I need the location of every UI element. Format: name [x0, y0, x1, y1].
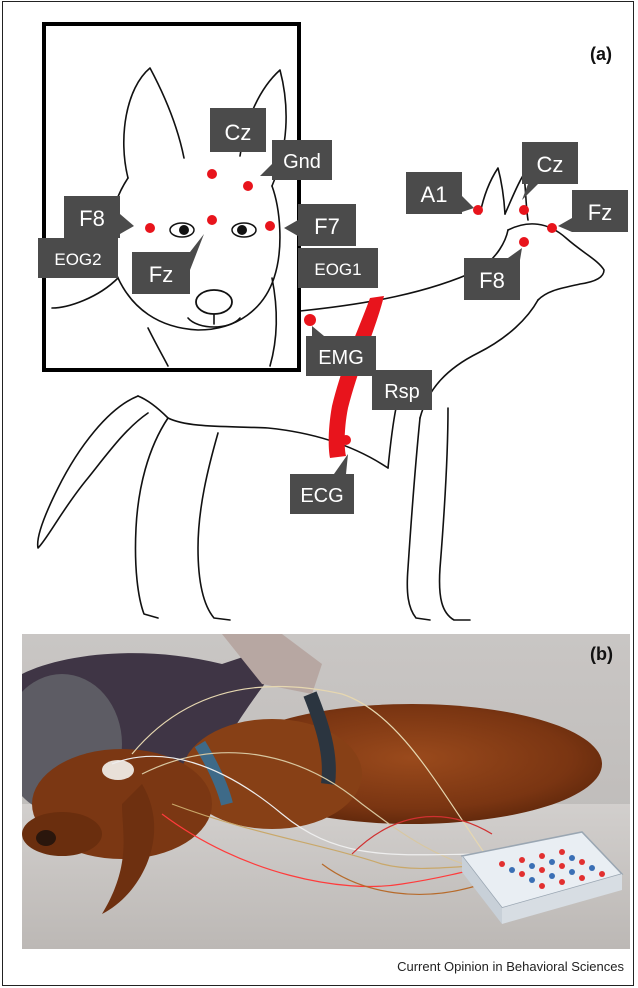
body-label-fz: Fz	[558, 190, 628, 232]
electrode-emg	[304, 314, 316, 326]
svg-text:Rsp: Rsp	[384, 381, 420, 403]
dog-nose	[36, 830, 56, 846]
svg-text:Fz: Fz	[149, 262, 173, 287]
inset-label-eog1: EOG1	[298, 248, 378, 288]
body-label-f8: F8	[464, 248, 522, 300]
svg-text:EOG2: EOG2	[54, 250, 101, 269]
electrode-gnd-inset	[243, 181, 253, 191]
svg-text:F8: F8	[79, 206, 105, 231]
inset-label-cz: Cz	[210, 108, 266, 152]
svg-text:F7: F7	[314, 214, 340, 239]
svg-text:F8: F8	[479, 268, 505, 293]
svg-text:Gnd: Gnd	[283, 151, 321, 173]
body-label-ecg: ECG	[290, 454, 354, 514]
panel-b-photo: (b)	[22, 634, 630, 949]
footer-credit: Current Opinion in Behavioral Sciences	[397, 959, 624, 974]
electrode-cz	[519, 205, 529, 215]
electrode-fz	[547, 223, 557, 233]
electrode-f8-inset	[145, 223, 155, 233]
svg-text:Fz: Fz	[588, 200, 612, 225]
body-label-cz: Cz	[522, 142, 578, 200]
electrode-a1	[473, 205, 483, 215]
electrode-cz-inset	[207, 169, 217, 179]
svg-text:Cz: Cz	[537, 152, 564, 177]
svg-text:ECG: ECG	[300, 485, 343, 507]
electrode-ecg	[341, 435, 351, 445]
electrode-f7-inset	[265, 221, 275, 231]
svg-text:EMG: EMG	[318, 347, 364, 369]
electrode-fz-inset	[207, 215, 217, 225]
svg-text:Cz: Cz	[225, 120, 252, 145]
panel-a-label: (a)	[590, 44, 612, 64]
panel-b-label: (b)	[590, 644, 613, 664]
white-patch	[102, 760, 134, 780]
panel-a-diagram: (a)	[8, 8, 628, 630]
dog-muzzle	[22, 812, 102, 856]
electrode-f8	[519, 237, 529, 247]
body-label-a1: A1	[406, 172, 474, 214]
inset-label-eog2: EOG2	[38, 238, 118, 278]
svg-text:EOG1: EOG1	[314, 260, 361, 279]
svg-text:A1: A1	[421, 182, 448, 207]
body-label-rsp: Rsp	[372, 370, 432, 410]
